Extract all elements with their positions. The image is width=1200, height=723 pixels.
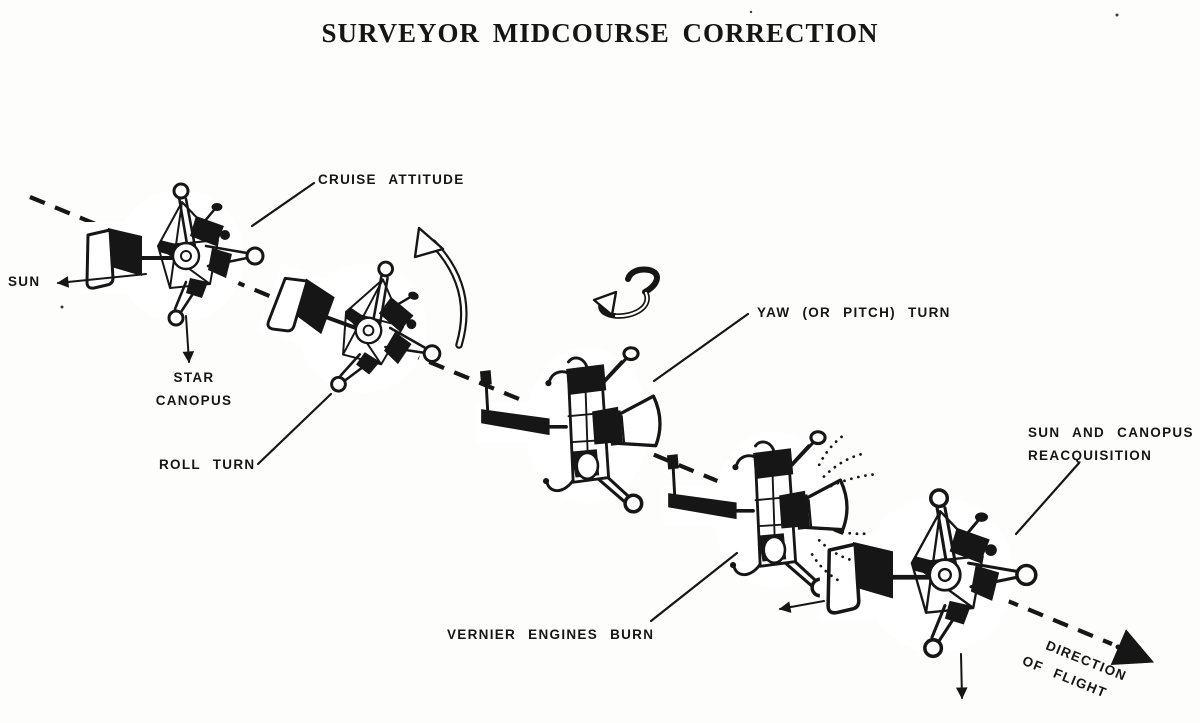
surveyor-craft-vernier-burn <box>661 429 849 598</box>
surveyor-craft-reacquisition <box>820 490 1036 656</box>
roll-turn-arrow <box>413 226 468 349</box>
diagram-title: SURVEYOR MIDCOURSE CORRECTION <box>321 18 879 48</box>
scan-speck <box>60 305 64 309</box>
surveyor-craft-cruise-attitude <box>78 182 265 327</box>
sun-pointer-arrow-reacquisition <box>778 600 825 613</box>
leader-roll-turn <box>256 392 333 466</box>
yaw-turn-arrow <box>592 266 660 319</box>
vernier-exhaust-plume <box>810 432 878 585</box>
label-reacquisition-line1: SUN AND CANOPUS <box>1028 425 1194 440</box>
direction-of-flight-arrow <box>1110 629 1155 666</box>
label-star-line: STAR <box>173 370 215 385</box>
leader-reacquisition <box>1014 461 1081 536</box>
surveyor-craft-roll-turn <box>245 226 466 422</box>
canopus-pointer-arrow-reacquisition <box>955 653 968 700</box>
label-star-canopus: STAR CANOPUS <box>146 366 242 412</box>
label-vernier-burn: VERNIER ENGINES BURN <box>447 627 655 642</box>
label-roll-turn: ROLL TURN <box>159 457 256 472</box>
scan-speck <box>1115 13 1119 17</box>
label-canopus-line: CANOPUS <box>155 393 233 408</box>
leader-vernier-burn <box>649 551 739 623</box>
label-reacquisition: SUN AND CANOPUS REACQUISITION <box>1028 421 1194 467</box>
label-reacquisition-line2: REACQUISITION <box>1028 448 1153 463</box>
label-cruise-attitude: CRUISE ATTITUDE <box>318 172 465 187</box>
canopus-pointer-arrow <box>182 315 195 364</box>
leader-yaw-turn <box>652 312 750 383</box>
leader-cruise-attitude <box>250 181 316 228</box>
sun-pointer-arrow <box>56 273 147 288</box>
label-yaw-turn: YAW (OR PITCH) TURN <box>757 305 951 320</box>
label-sun: SUN <box>8 274 41 289</box>
scan-speck <box>749 10 753 14</box>
surveyor-craft-yaw-turn <box>474 345 662 514</box>
